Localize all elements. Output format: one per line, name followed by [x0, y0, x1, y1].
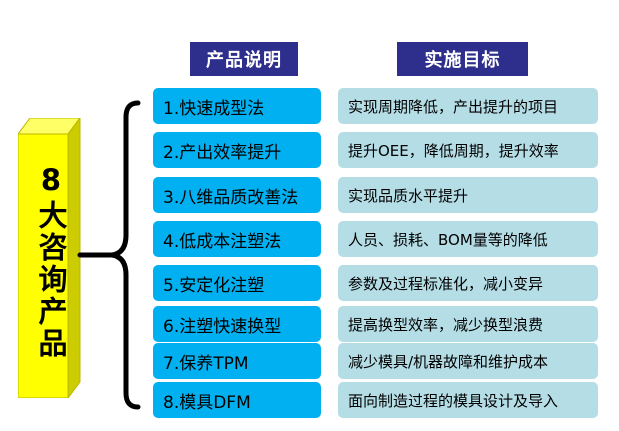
product-cell: 6.注塑快速换型: [153, 306, 321, 342]
product-row-6: 6.注塑快速换型 提高换型效率，减少换型浪费: [153, 306, 598, 342]
product-cell: 1.快速成型法: [153, 88, 321, 124]
category-prism: [18, 118, 81, 398]
goal-cell: 面向制造过程的模具设计及导入: [338, 382, 598, 418]
product-row-4: 4.低成本注塑法 人员、损耗、BOM量等的降低: [153, 221, 598, 257]
goal-cell: 提升OEE，降低周期，提升效率: [338, 132, 598, 168]
goal-cell: 参数及过程标准化，减小变异: [338, 265, 598, 301]
product-cell: 8.模具DFM: [153, 382, 321, 418]
product-row-2: 2.产出效率提升 提升OEE，降低周期，提升效率: [153, 132, 598, 168]
goal-cell: 提高换型效率，减少换型浪费: [338, 306, 598, 342]
product-row-5: 5.安定化注塑 参数及过程标准化，减小变异: [153, 265, 598, 301]
product-cell: 4.低成本注塑法: [153, 221, 321, 257]
product-description-header: 产品说明: [190, 42, 298, 76]
product-row-7: 7.保养TPM 减少模具/机器故障和维护成本: [153, 343, 598, 379]
product-cell: 2.产出效率提升: [153, 132, 321, 168]
left-brace: [77, 100, 141, 410]
prism-front-face: [18, 133, 69, 398]
category-title: 8大咨询产品: [34, 162, 68, 360]
product-cell: 3.八维品质改善法: [153, 177, 321, 213]
product-row-1: 1.快速成型法 实现周期降低，产出提升的项目: [153, 88, 598, 124]
product-row-8: 8.模具DFM 面向制造过程的模具设计及导入: [153, 382, 598, 418]
product-cell: 7.保养TPM: [153, 343, 321, 379]
goal-cell: 实现品质水平提升: [338, 177, 598, 213]
goal-cell: 实现周期降低，产出提升的项目: [338, 88, 598, 124]
goal-cell: 减少模具/机器故障和维护成本: [338, 343, 598, 379]
product-row-3: 3.八维品质改善法 实现品质水平提升: [153, 177, 598, 213]
goal-cell: 人员、损耗、BOM量等的降低: [338, 221, 598, 257]
implementation-goal-header: 实施目标: [397, 42, 528, 76]
product-cell: 5.安定化注塑: [153, 265, 321, 301]
brace-path: [77, 100, 141, 410]
